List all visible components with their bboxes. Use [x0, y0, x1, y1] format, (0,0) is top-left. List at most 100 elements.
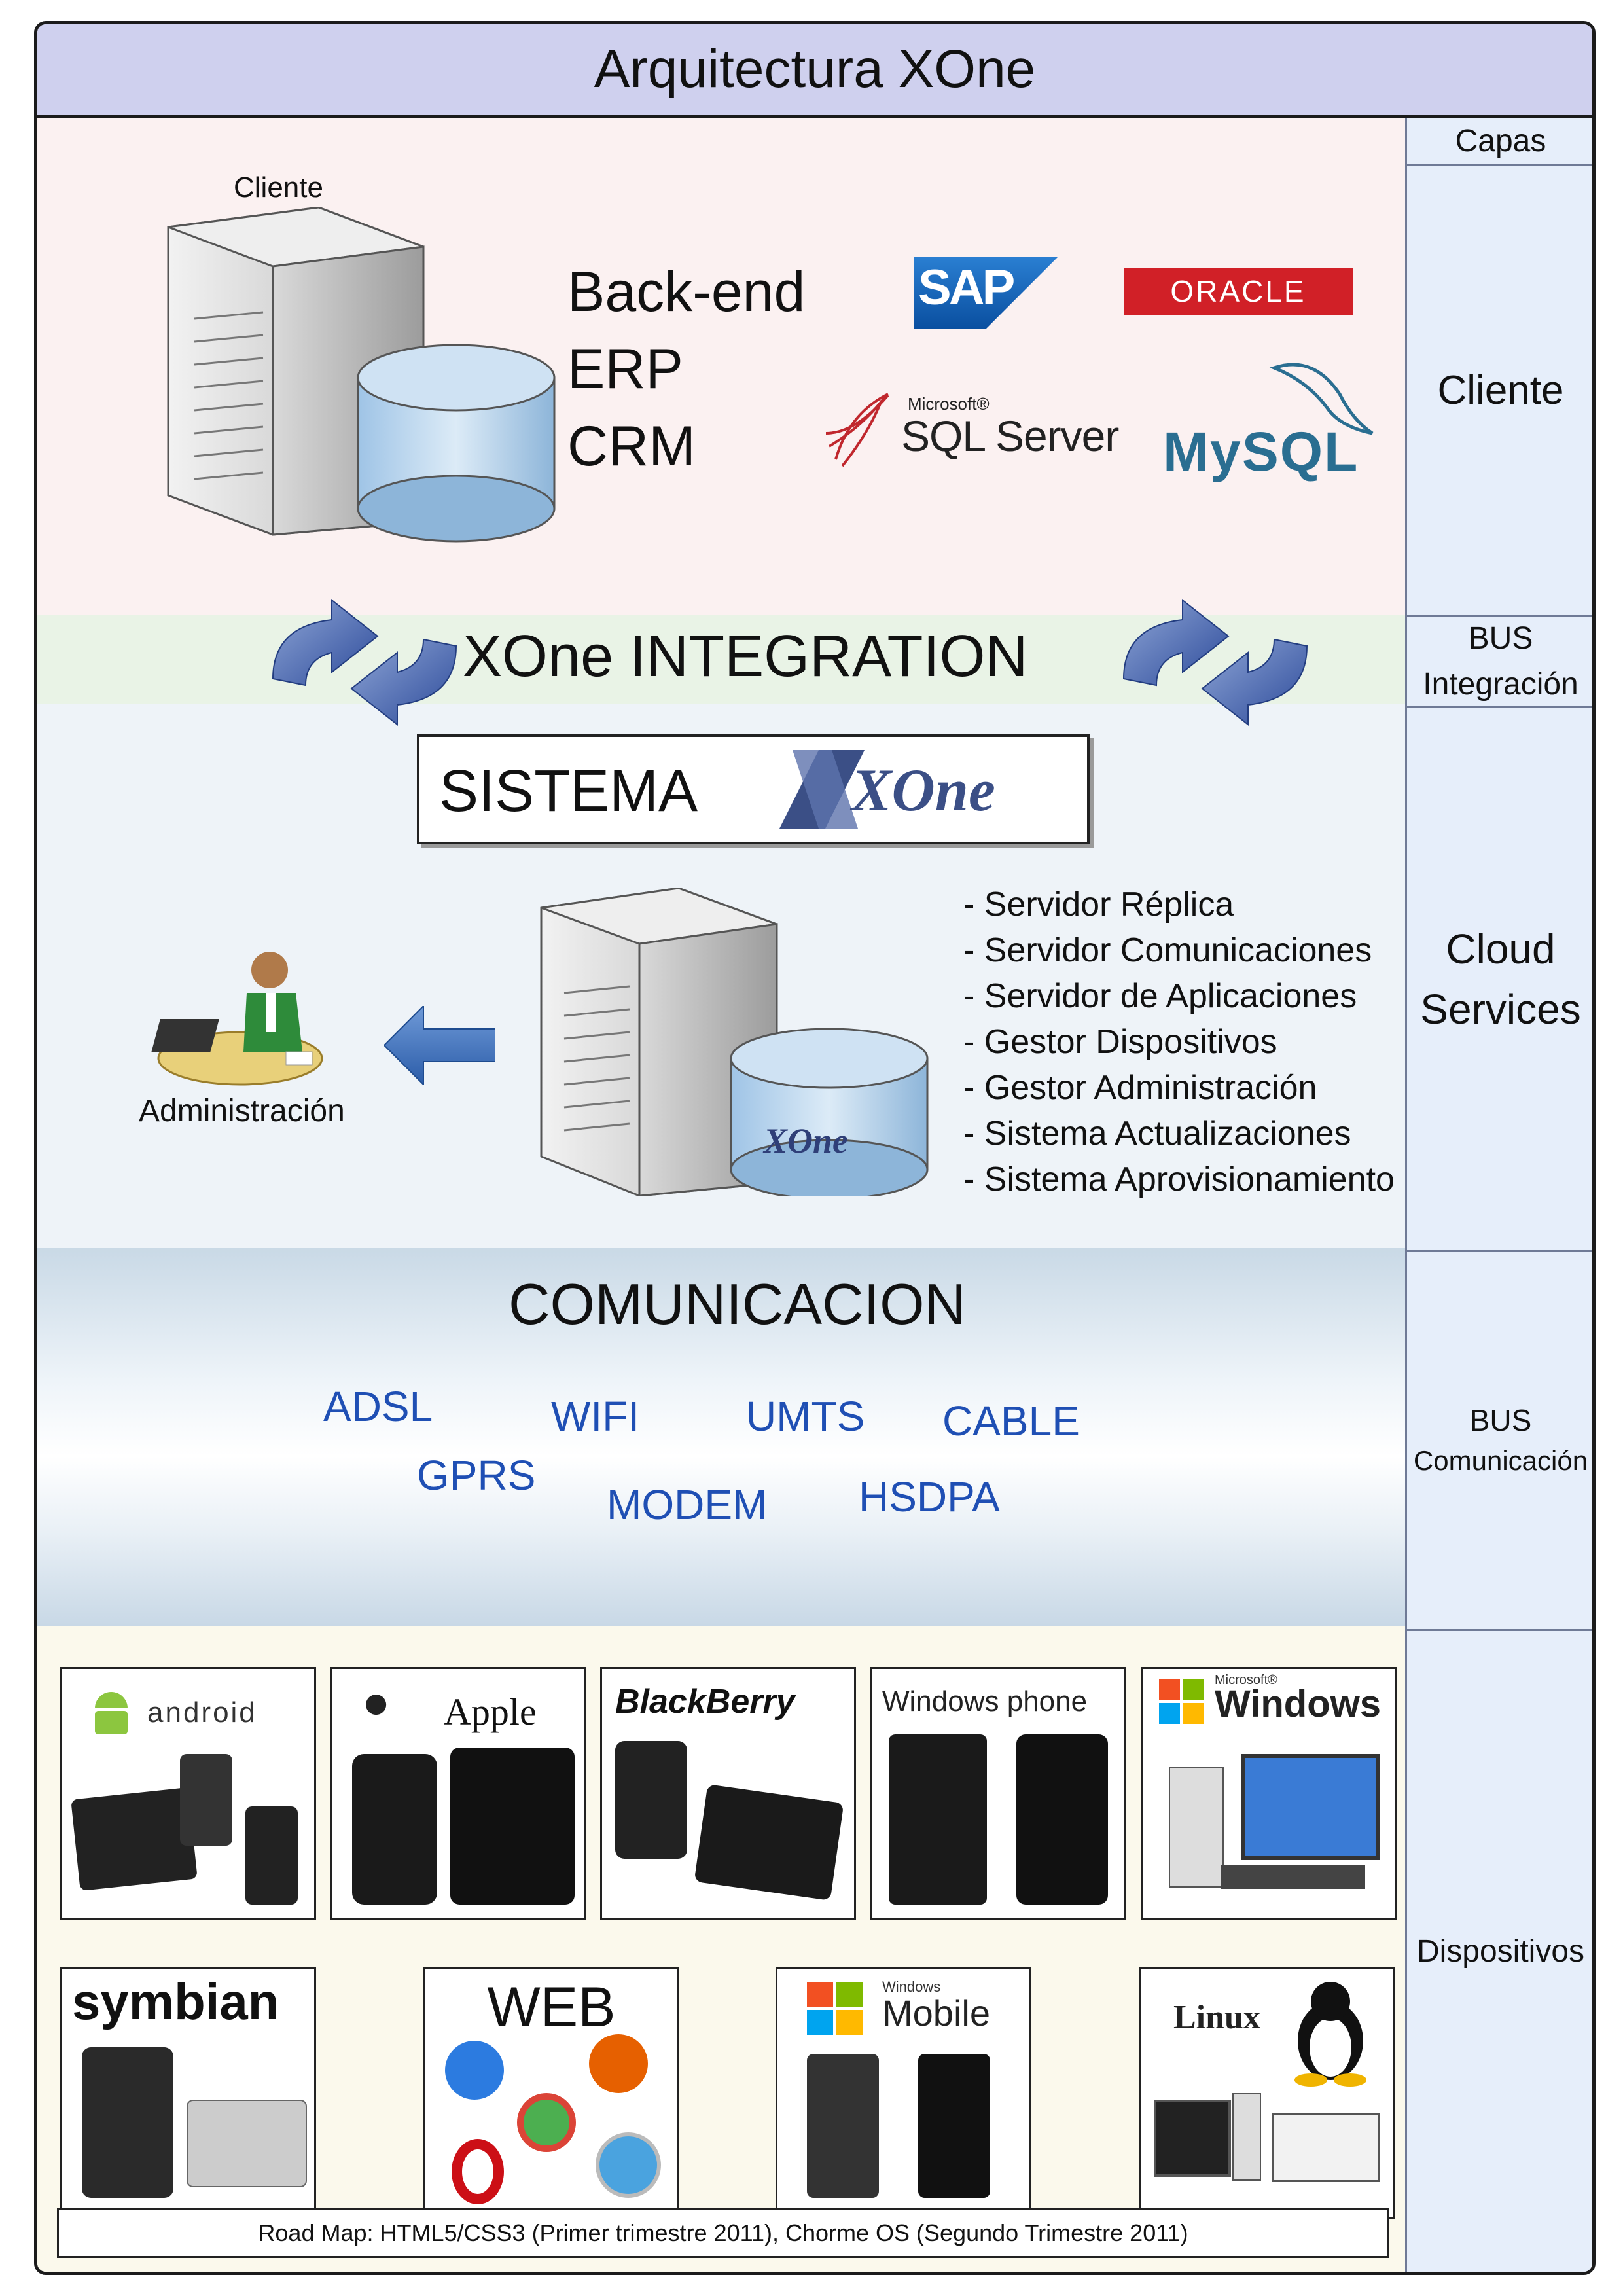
ie-icon	[445, 2041, 504, 2100]
layer-cloud-line1: Cloud	[1446, 925, 1556, 973]
service-item: - Gestor Administración	[963, 1069, 1317, 1107]
xone-server-icon	[540, 888, 929, 1196]
xone-x-mark-icon	[779, 750, 865, 829]
xone-logo: XOne	[773, 744, 1061, 835]
android-robot-icon	[95, 1692, 128, 1734]
linux-monitor-icon	[1154, 2100, 1231, 2177]
sync-arrows-right-icon	[1122, 598, 1308, 726]
sap-logo: SAP	[914, 257, 1058, 329]
symbian-label: symbian	[72, 1973, 279, 2030]
tux-penguin-icon	[1294, 1982, 1366, 2087]
db-xone-logo: XOne	[764, 1121, 849, 1160]
layer-bus-comunicacion: BUS Comunicación	[1407, 1252, 1592, 1631]
mysql-logo: MySQL	[1163, 355, 1399, 486]
pc-tower-icon	[1169, 1767, 1224, 1888]
mysql-dolphin-icon	[1269, 363, 1374, 435]
layer-bus-integracion-line2: Integración	[1423, 666, 1578, 702]
service-item: - Gestor Dispositivos	[963, 1023, 1277, 1061]
winphone2-icon	[1016, 1734, 1108, 1905]
device-android: android	[60, 1667, 316, 1920]
layer-cloud-line2: Services	[1420, 985, 1581, 1033]
service-item: - Sistema Actualizaciones	[963, 1115, 1351, 1153]
crm-item: CRM	[567, 415, 696, 478]
layer-bus-com-line2: Comunicación	[1413, 1445, 1588, 1476]
ipad-icon	[450, 1748, 575, 1905]
winmobile-device2-icon	[918, 2054, 990, 2198]
integration-label: XOne INTEGRATION	[463, 624, 1028, 689]
winphone-icon	[889, 1734, 987, 1905]
device-windows-phone: Windows phone	[870, 1667, 1126, 1920]
playbook-icon	[694, 1784, 844, 1901]
backend-item: Back-end	[567, 260, 806, 323]
sistema-label: SISTEMA	[439, 759, 698, 824]
protocol-wifi: WIFI	[551, 1393, 640, 1440]
roadmap-note: Road Map: HTML5/CSS3 (Primer trimestre 2…	[57, 2208, 1389, 2258]
layer-dispositivos: Dispositivos	[1416, 1934, 1585, 1969]
protocol-gprs: GPRS	[417, 1452, 536, 1499]
firefox-icon	[589, 2034, 648, 2093]
services-list: - Servidor Réplica - Servidor Comunicaci…	[963, 882, 1395, 1202]
admin-user-icon	[151, 952, 323, 1086]
device-windows: Microsoft® Windows	[1141, 1667, 1397, 1920]
android-label: android	[147, 1696, 257, 1729]
symbian-phone-icon	[82, 2047, 173, 2198]
linux-tower-icon	[1232, 2093, 1261, 2181]
device-apple: ● Apple	[330, 1667, 586, 1920]
android-phone2-icon	[245, 1806, 298, 1905]
device-linux: Linux	[1139, 1967, 1395, 2219]
blackberry-phone-icon	[615, 1741, 687, 1859]
cliente-server-icon	[167, 207, 556, 543]
mysql-text: MySQL	[1163, 420, 1359, 484]
sistema-xone-banner: SISTEMA XOne	[417, 734, 1090, 844]
windows-mobile-flag-icon	[807, 1982, 863, 2035]
windows-mobile-small-label: Windows	[882, 1979, 941, 1995]
apple-label: Apple	[444, 1691, 537, 1733]
device-symbian: symbian	[60, 1967, 316, 2219]
safari-icon	[596, 2132, 661, 2198]
oracle-logo: ORACLE	[1124, 268, 1353, 315]
linux-label: Linux	[1173, 1999, 1260, 2036]
windows-phone-label: Windows phone	[882, 1685, 1088, 1717]
device-blackberry: BlackBerry	[600, 1667, 856, 1920]
mysql-text-label: MySQL	[1163, 421, 1359, 482]
blackberry-label: BlackBerry	[615, 1683, 795, 1721]
protocol-umts: UMTS	[746, 1393, 865, 1440]
service-item: - Servidor Comunicaciones	[963, 931, 1372, 969]
backend-list: Back-end ERP CRM	[567, 253, 805, 485]
protocol-hsdpa: HSDPA	[859, 1473, 1000, 1520]
windows-small-label: Microsoft®	[1215, 1673, 1277, 1687]
web-label: WEB	[487, 1976, 616, 2039]
protocol-cable: CABLE	[942, 1397, 1080, 1444]
service-item: - Servidor de Aplicaciones	[963, 977, 1357, 1015]
symbian-phone2-icon	[187, 2100, 307, 2187]
sqlserver-text: SQL Server	[901, 412, 1119, 460]
cliente-server-label: Cliente	[234, 171, 323, 204]
sap-logo-text: SAP	[918, 260, 1015, 315]
communication-band	[37, 1248, 1405, 1628]
service-item: - Servidor Réplica	[963, 886, 1234, 924]
sync-arrows-left-icon	[272, 598, 457, 726]
iphone-icon	[352, 1754, 437, 1905]
admin-label: Administración	[139, 1094, 345, 1128]
windows-flag-icon	[1159, 1679, 1204, 1724]
sqlserver-small-text: Microsoft®	[908, 394, 990, 414]
layer-bus-integracion-line1: BUS	[1468, 620, 1533, 656]
pc-keyboard-icon	[1221, 1865, 1365, 1889]
architecture-diagram: Arquitectura XOne Capas Cliente BUS Inte…	[34, 21, 1596, 2275]
layer-cliente: Cliente	[1407, 166, 1592, 617]
pc-monitor-icon	[1241, 1754, 1380, 1860]
diagram-title: Arquitectura XOne	[37, 24, 1592, 118]
xone-logo-text: XOne	[851, 757, 995, 823]
sqlserver-logo: Microsoft® SQL Server	[823, 387, 1150, 473]
layers-column: Capas Cliente BUS Integración Cloud Serv…	[1405, 118, 1592, 2272]
erp-item: ERP	[567, 338, 683, 401]
sqlserver-icon	[825, 393, 889, 467]
windows-label: Windows	[1215, 1683, 1382, 1725]
admin-arrow-icon	[384, 1006, 495, 1085]
winmobile-device-icon	[807, 2054, 879, 2198]
apple-logo-icon: ●	[362, 1676, 391, 1729]
protocol-adsl: ADSL	[323, 1383, 433, 1430]
protocol-modem: MODEM	[607, 1481, 768, 1528]
android-tablet-icon	[71, 1787, 198, 1892]
device-web: WEB	[423, 1967, 679, 2219]
